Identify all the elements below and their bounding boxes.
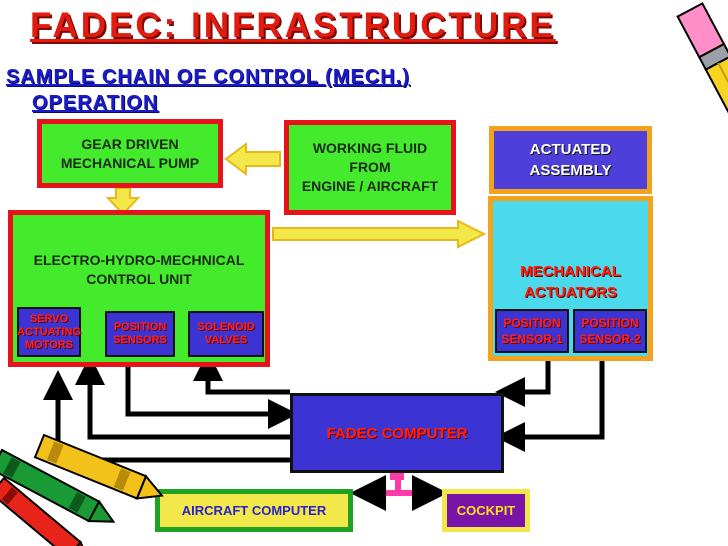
working-fluid-box: WORKING FLUID FROM ENGINE / AIRCRAFT xyxy=(284,120,456,215)
sensor1-line-1: POSITION xyxy=(503,316,561,330)
subtitle-line-2: OPERATION xyxy=(32,92,159,114)
actuated-assembly-box: ACTUATED ASSEMBLY xyxy=(489,126,652,194)
sensors-to-fadec-line xyxy=(125,362,298,429)
mechanical-actuators-box: MECHANICAL ACTUATORS POSITION SENSOR-1 P… xyxy=(488,196,653,361)
control-unit-box: ELECTRO-HYDRO-MECHNICAL CONTROL UNIT SER… xyxy=(8,210,270,367)
servo-line-3: MOTORS xyxy=(24,338,74,351)
position-sensors-box: POSITION SENSORS xyxy=(105,311,175,357)
sensor2-line-1: POSITION xyxy=(581,316,639,330)
position-sensors-line-2: SENSORS xyxy=(113,334,167,346)
control-unit-line-2: CONTROL UNIT xyxy=(86,271,192,287)
control-to-actuator-arrow xyxy=(272,219,487,249)
position-sensor-2-box: POSITION SENSOR-2 xyxy=(573,309,647,353)
servo-motors-box: SERVO ACTUATING MOTORS xyxy=(17,307,81,357)
servo-line-1: SERVO xyxy=(29,312,69,325)
mech-actuators-line-2: ACTUATORS xyxy=(524,284,617,301)
fluid-line-3: ENGINE / AIRCRAFT xyxy=(301,178,439,194)
fadec-to-servo-line xyxy=(43,370,290,463)
assembly-line-2: ASSEMBLY xyxy=(529,162,612,179)
assembly-line-1: ACTUATED xyxy=(529,141,612,158)
sensor1-to-fadec-line xyxy=(495,360,551,407)
mech-actuators-line-1: MECHANICAL xyxy=(520,263,621,280)
solenoid-valves-box: SOLENOID VALVES xyxy=(188,311,264,357)
cockpit-box: COCKPIT xyxy=(442,489,530,532)
subtitle-line-1: SAMPLE CHAIN OF CONTROL (MECH.) xyxy=(6,66,410,88)
slide-subtitle: SAMPLE CHAIN OF CONTROL (MECH.) OPERATIO… xyxy=(6,64,410,116)
solenoid-line-2: VALVES xyxy=(204,334,248,346)
sensor2-to-fadec-line xyxy=(495,360,605,452)
solenoid-line-1: SOLENOID xyxy=(197,321,255,333)
pump-to-control-arrow xyxy=(105,187,141,216)
slide-title: FADEC: INFRASTRUCTURE xyxy=(30,6,556,45)
fadec-computer-label: FADEC COMPUTER xyxy=(326,424,468,442)
servo-line-2: ACTUATING xyxy=(17,325,81,338)
pump-line-1: GEAR DRIVEN xyxy=(81,135,179,152)
aircraft-computer-box: AIRCRAFT COMPUTER xyxy=(155,489,353,532)
fluid-line-1: WORKING FLUID xyxy=(312,140,428,156)
fadec-stem xyxy=(390,472,404,480)
aircraft-computer-label: AIRCRAFT COMPUTER xyxy=(181,503,327,518)
position-sensor-1-box: POSITION SENSOR-1 xyxy=(495,309,569,353)
cockpit-label: COCKPIT xyxy=(456,503,516,518)
position-sensors-line-1: POSITION xyxy=(113,321,167,333)
fluid-to-pump-arrow xyxy=(224,142,281,176)
control-unit-line-1: ELECTRO-HYDRO-MECHNICAL xyxy=(33,252,245,268)
mech-actuators-label: MECHANICAL ACTUATORS xyxy=(493,261,648,303)
fadec-computer-box: FADEC COMPUTER xyxy=(290,393,504,473)
fadec-to-servo-outer-line xyxy=(75,355,290,440)
fluid-line-2: FROM xyxy=(349,159,391,175)
sensor2-line-2: SENSOR-2 xyxy=(579,332,641,346)
sensor1-line-2: SENSOR-1 xyxy=(501,332,563,346)
control-unit-label: ELECTRO-HYDRO-MECHNICAL CONTROL UNIT xyxy=(13,251,265,289)
pump-box: GEAR DRIVEN MECHANICAL PUMP xyxy=(37,119,223,188)
pump-line-2: MECHANICAL PUMP xyxy=(60,154,200,171)
fadec-to-solenoid-line xyxy=(193,351,290,395)
